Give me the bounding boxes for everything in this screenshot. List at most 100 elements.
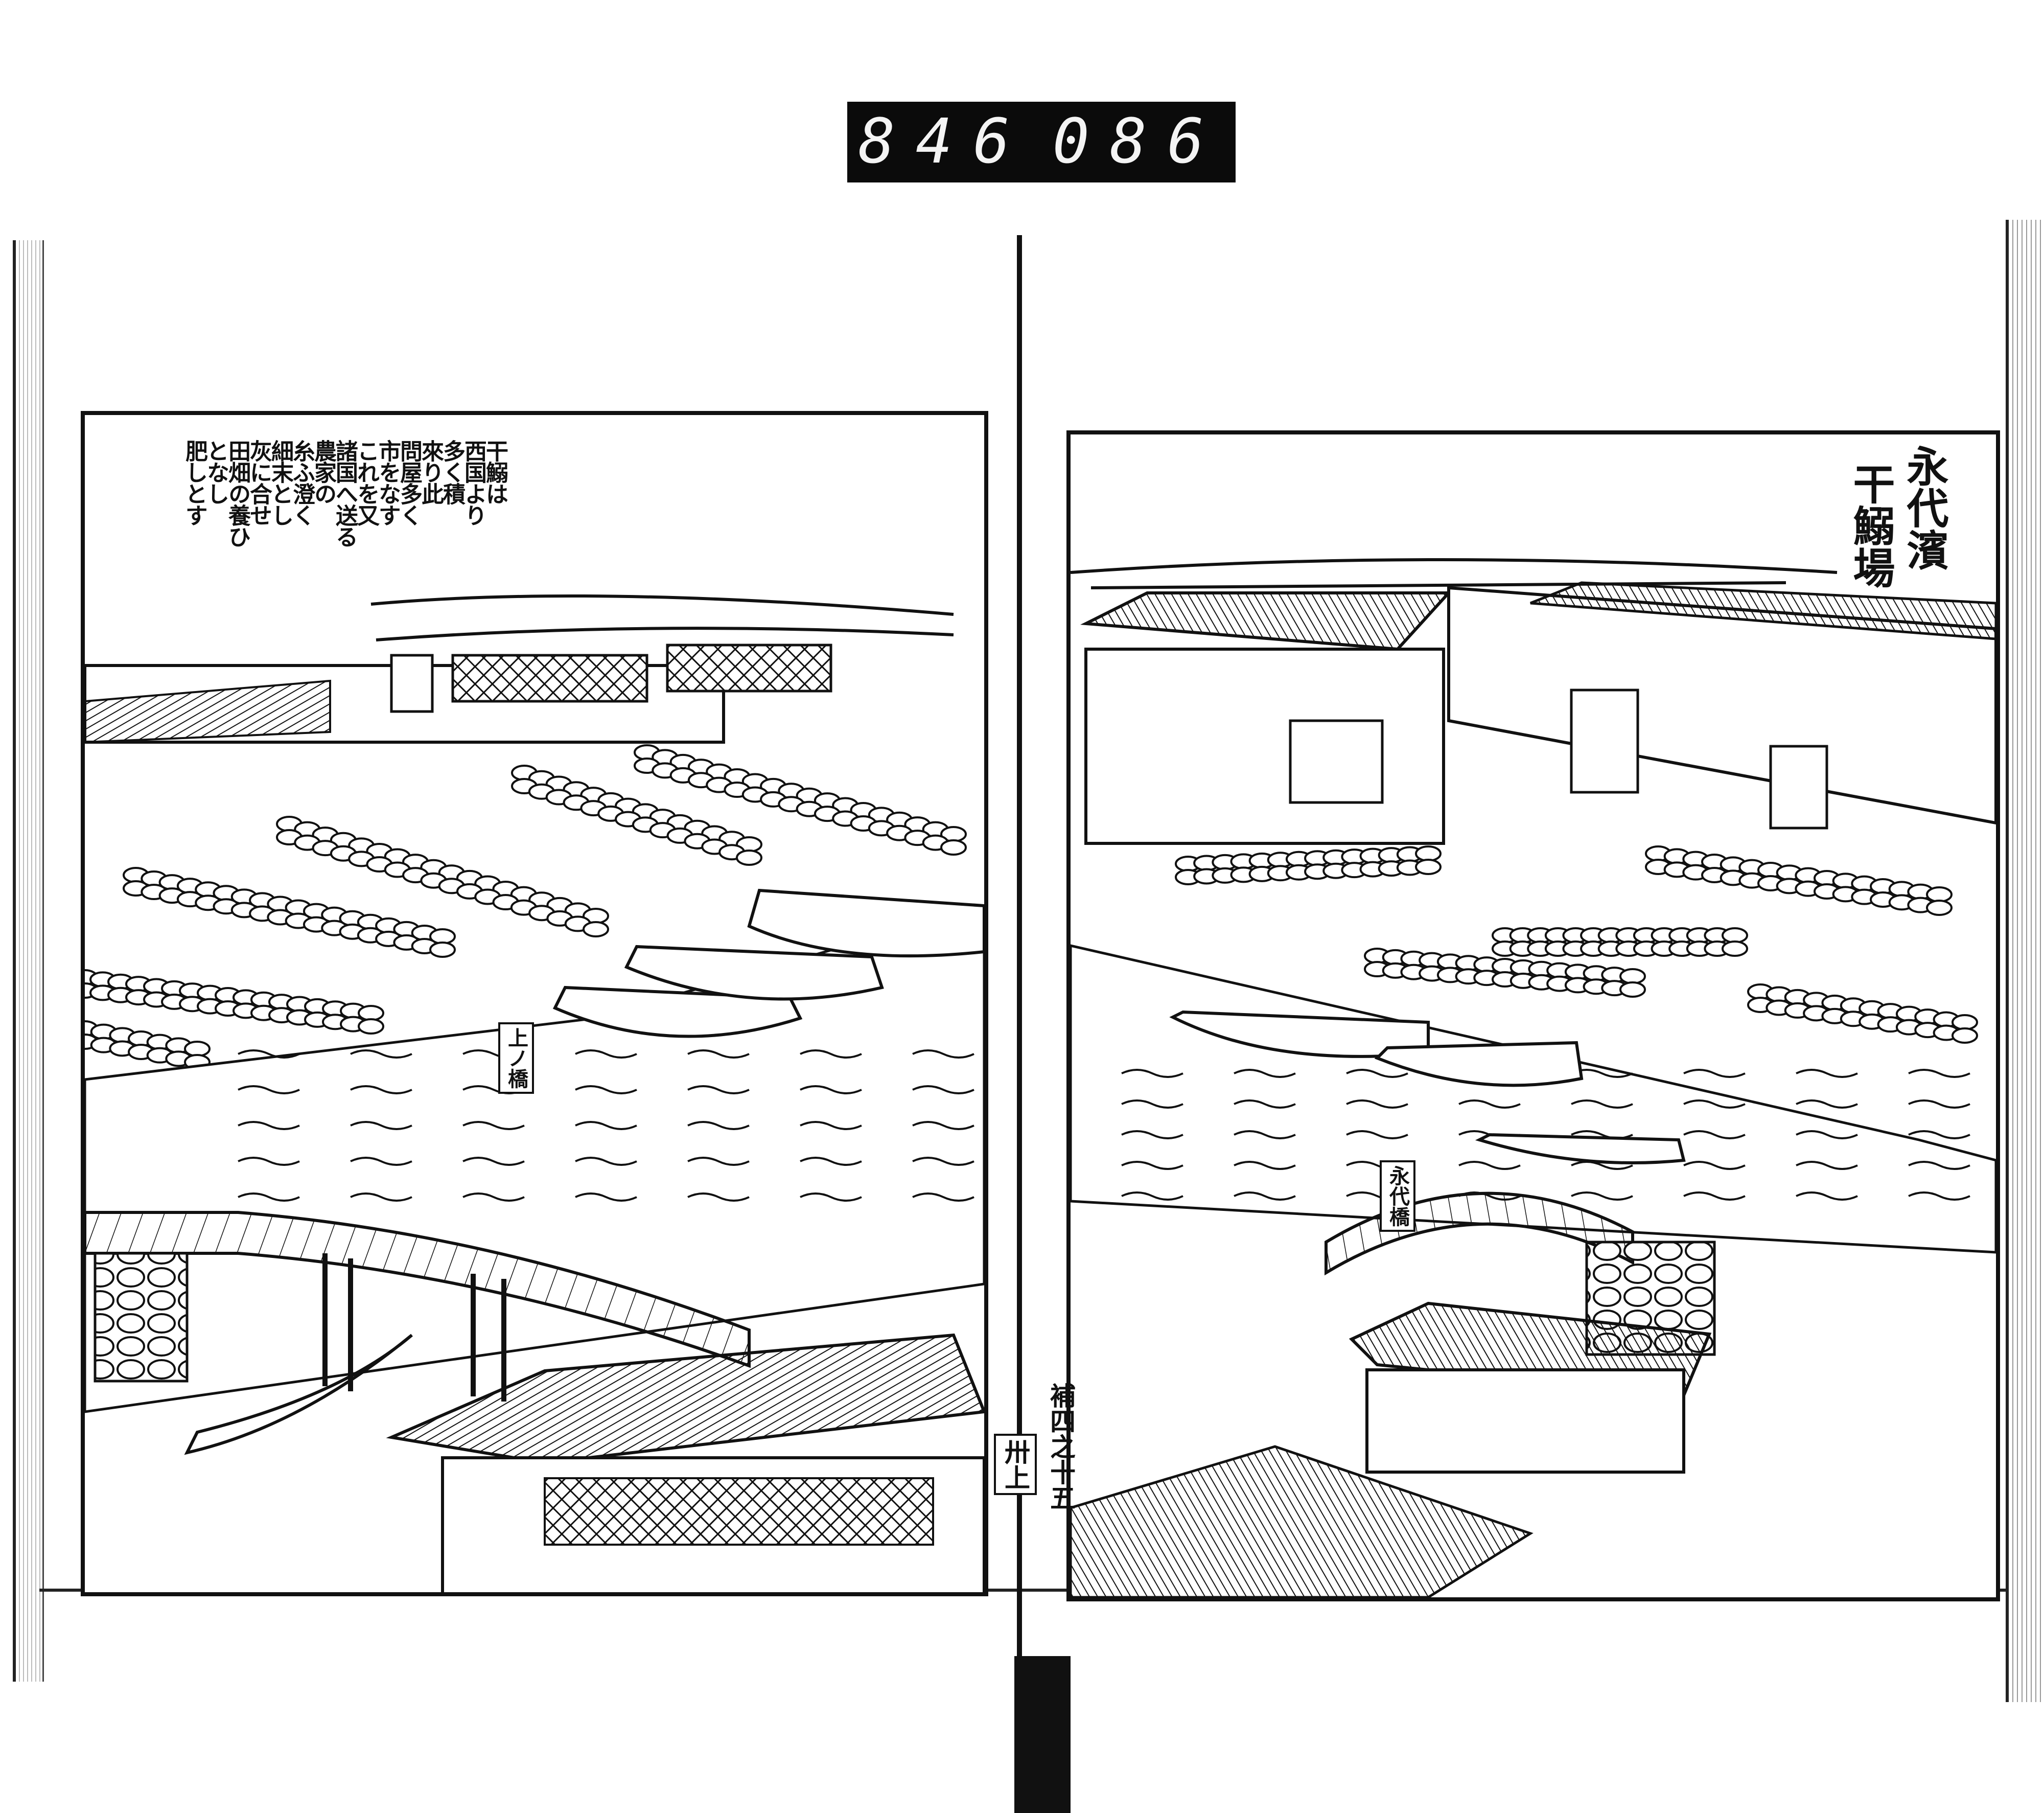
fish-bag	[736, 850, 762, 866]
water-wave	[1234, 1069, 1296, 1078]
text-column: となし	[203, 440, 229, 504]
water-wave	[1121, 1099, 1183, 1109]
water-wave	[350, 1192, 412, 1202]
catalog-number-right: 086	[1052, 106, 1225, 177]
fish-bag	[1415, 845, 1442, 862]
dried-fish-bag-piles	[1175, 845, 1978, 1044]
fish-bag	[1415, 859, 1442, 875]
book-edge-left	[13, 240, 44, 1682]
page-title: 永代濱	[1899, 445, 1948, 570]
water-wave	[350, 1085, 412, 1094]
water-wave	[912, 1085, 974, 1094]
water-wave	[1908, 1099, 1970, 1109]
text-column: 干鰯は	[482, 440, 508, 504]
water-wave	[575, 1121, 637, 1130]
water-wave	[1908, 1069, 1970, 1078]
text-column: 細末とし	[267, 440, 293, 525]
margin-label-right: 補四之十五	[1046, 1383, 1076, 1510]
water-wave	[238, 1121, 300, 1130]
text-column: 問屋多く	[396, 440, 422, 525]
fish-bag	[1926, 900, 1953, 916]
water-wave	[1458, 1161, 1521, 1170]
water-wave	[1796, 1191, 1858, 1201]
text-column: 田畑の養ひ	[224, 440, 250, 547]
text-column: 農家の	[310, 440, 336, 504]
water-wave	[462, 1121, 525, 1130]
fish-bag	[1952, 1027, 1978, 1044]
cloud-lines	[1071, 558, 1838, 589]
boats	[1169, 1010, 1686, 1164]
fish-bag	[583, 921, 609, 937]
water-wave	[1908, 1161, 1970, 1170]
fish-bag	[1722, 927, 1748, 944]
catalog-number-left: 846	[858, 106, 1031, 177]
dried-fish-bag-piles	[85, 744, 967, 1070]
water-wave	[912, 1049, 974, 1059]
text-column: 糸ふ澄く	[289, 440, 315, 525]
fish-bag	[1619, 968, 1646, 984]
water-wave	[687, 1049, 750, 1059]
water-wave	[1121, 1161, 1183, 1170]
water-wave	[238, 1157, 300, 1166]
page-bottom-line	[39, 1589, 2007, 1592]
water-wave	[800, 1085, 862, 1094]
water-wave	[1683, 1191, 1746, 1201]
text-column: 諸国へ送る	[332, 440, 358, 547]
water-wave	[238, 1085, 300, 1094]
water-wave	[1571, 1191, 1633, 1201]
water-wave	[1796, 1099, 1858, 1109]
left-illustration	[85, 594, 984, 1592]
cloud-lines	[370, 594, 954, 641]
water-wave	[575, 1049, 637, 1059]
fish-bag	[429, 942, 456, 958]
water-wave	[1908, 1130, 1970, 1139]
water-wave	[1683, 1069, 1746, 1078]
catalog-number-label: 846 086	[847, 102, 1236, 182]
water-wave	[1121, 1069, 1183, 1078]
water-wave	[350, 1049, 412, 1059]
water-wave	[1346, 1130, 1408, 1139]
water-wave	[1234, 1130, 1296, 1139]
water-wave	[912, 1192, 974, 1202]
water-wave	[575, 1192, 637, 1202]
description-text: 干鰯は西国より多く積來り此問屋多く市をなすこれを又諸国へ送る農家の糸ふ澄く細末と…	[181, 440, 508, 608]
book-spine	[1017, 235, 1022, 1666]
text-column: 西国より	[460, 440, 486, 525]
water-wave	[1908, 1191, 1970, 1201]
water-wave	[687, 1192, 750, 1202]
water-wave	[462, 1157, 525, 1166]
text-column: これを又	[353, 440, 379, 525]
water-wave	[350, 1157, 412, 1166]
water-wave	[1234, 1099, 1296, 1109]
water-wave	[238, 1049, 300, 1059]
water-wave	[1796, 1069, 1858, 1078]
water-wave	[1346, 1069, 1408, 1078]
water-wave	[575, 1085, 637, 1094]
water-wave	[1346, 1099, 1408, 1109]
water-wave	[1683, 1161, 1746, 1170]
fish-bag	[358, 1005, 384, 1021]
margin-label-left: 卅上	[994, 1434, 1037, 1495]
page-subtitle: 干鰯場	[1846, 463, 1895, 588]
water-wave	[1796, 1161, 1858, 1170]
water-wave	[462, 1192, 525, 1202]
fish-bag	[358, 1018, 384, 1035]
text-column: 市をなす	[375, 440, 401, 525]
fish-bag	[1619, 981, 1646, 998]
water-wave	[687, 1157, 750, 1166]
riverside-house	[386, 1333, 984, 1592]
water-wave	[687, 1085, 750, 1094]
water-wave	[1683, 1099, 1746, 1109]
water-wave	[1234, 1191, 1296, 1201]
water-wave	[1571, 1099, 1633, 1109]
water-wave	[800, 1157, 862, 1166]
left-illustration-panel	[81, 411, 988, 1596]
water-wave	[1796, 1130, 1858, 1139]
water-wave	[687, 1121, 750, 1130]
water-wave	[1121, 1191, 1183, 1201]
warehouse-row	[85, 644, 832, 744]
water-wave	[238, 1192, 300, 1202]
fish-bag	[1952, 1014, 1978, 1030]
water-wave	[912, 1121, 974, 1130]
water-wave	[350, 1121, 412, 1130]
